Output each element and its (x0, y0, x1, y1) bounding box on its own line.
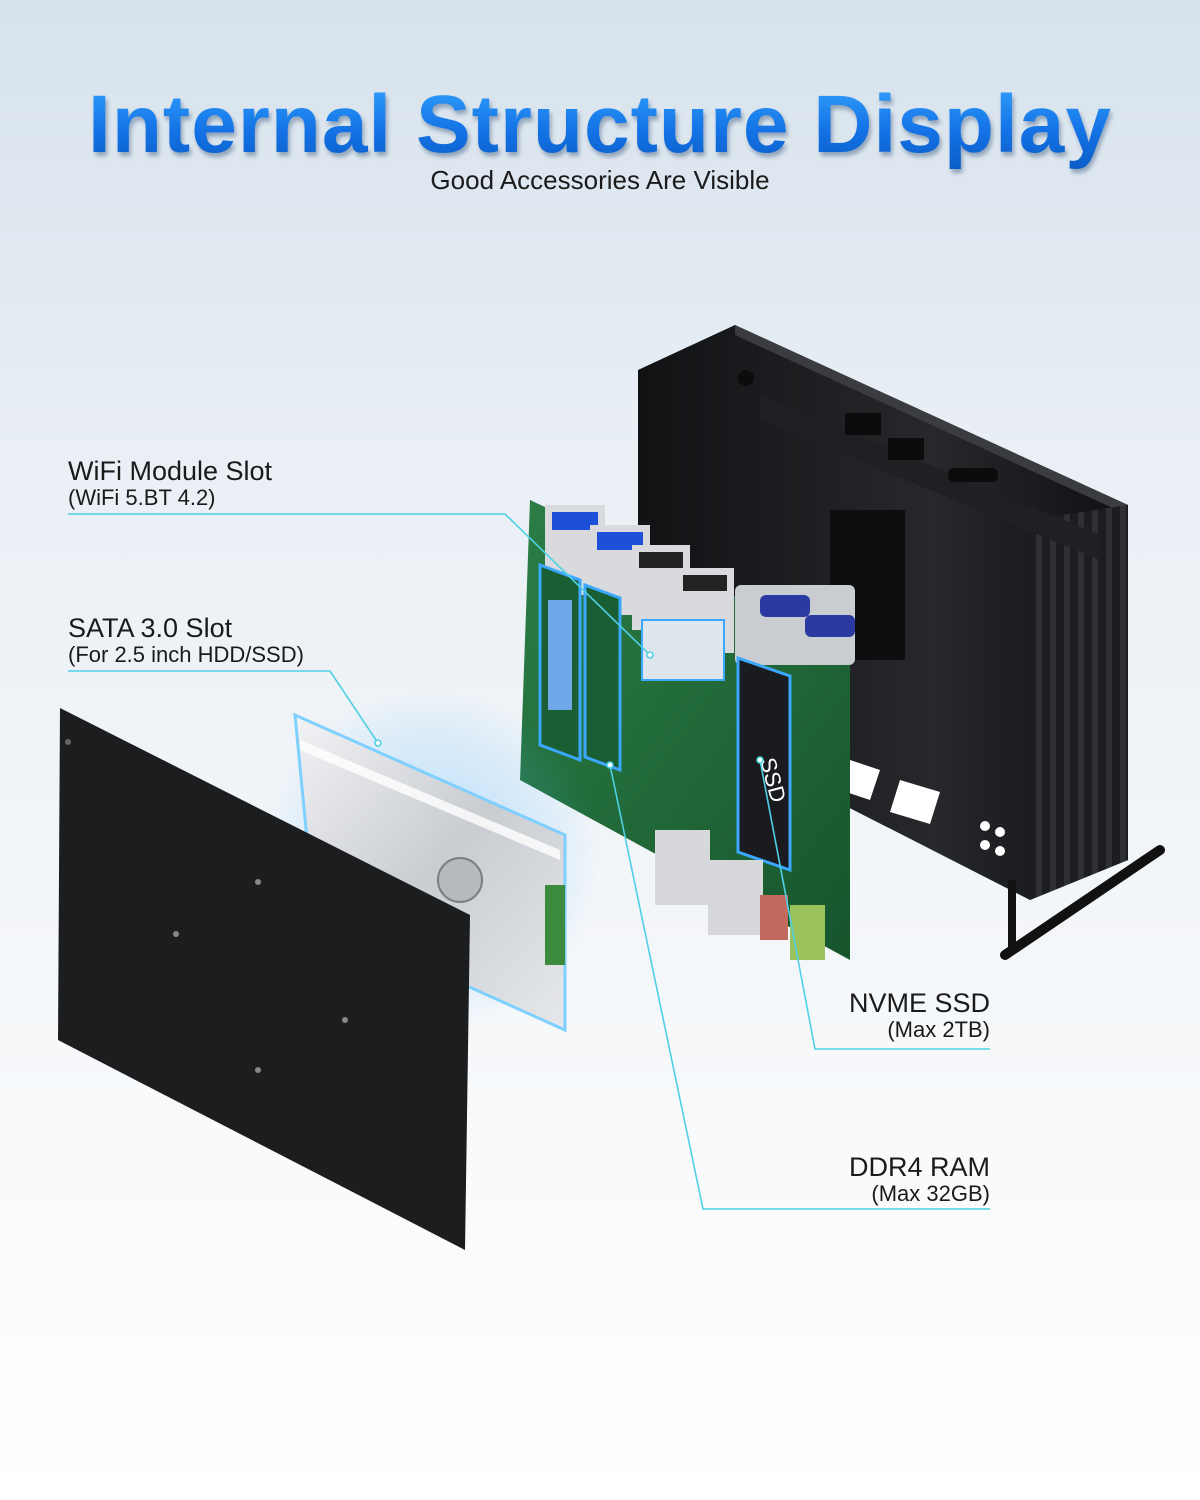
nvme-callout: NVME SSD (Max 2TB) (849, 988, 990, 1042)
ram-callout: DDR4 RAM (Max 32GB) (849, 1152, 990, 1206)
bottom-plate (58, 708, 470, 1250)
leader-lines (68, 513, 990, 1210)
ram-modules (538, 562, 622, 773)
wifi-callout-detail: (WiFi 5.BT 4.2) (68, 485, 216, 510)
nvme-leader-line (759, 759, 990, 1050)
sata-callout-label: SATA 3.0 Slot (68, 613, 233, 643)
wifi-callout-label: WiFi Module Slot (68, 456, 273, 486)
ram-leader-line (609, 764, 990, 1210)
page-subtitle: Good Accessories Are Visible (430, 165, 770, 195)
lan-port (655, 830, 710, 905)
ram-callout-label: DDR4 RAM (848, 1152, 990, 1182)
lan-port (708, 860, 763, 935)
sata-callout: SATA 3.0 Slot (For 2.5 inch HDD/SSD) (68, 613, 304, 667)
nvme-callout-detail: (Max 2TB) (887, 1017, 990, 1042)
wifi-callout: WiFi Module Slot (WiFi 5.BT 4.2) (68, 456, 272, 510)
sata-callout-detail: (For 2.5 inch HDD/SSD) (68, 642, 304, 667)
sata-leader-line (68, 670, 379, 744)
page-title: Internal Structure Display (0, 78, 1200, 172)
nvme-callout-label: NVME SSD (848, 988, 990, 1018)
ram-callout-detail: (Max 32GB) (871, 1181, 990, 1206)
wifi-module (641, 619, 725, 681)
wifi-leader-line (68, 513, 651, 656)
nvme-ssd: SSD (736, 655, 792, 873)
chassis (638, 325, 1165, 960)
